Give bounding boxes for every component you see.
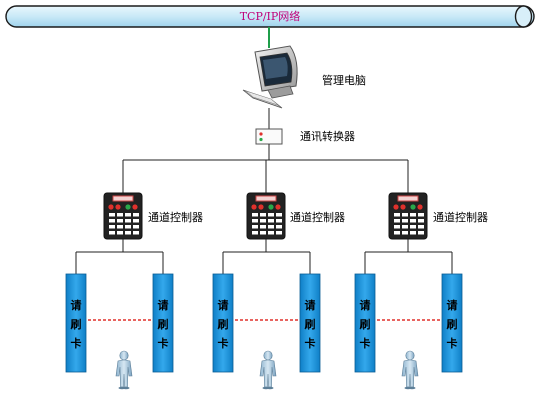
pillar-text: 刷 (158, 318, 169, 331)
gate-pillar-right (152, 273, 174, 373)
person-icon (401, 350, 419, 390)
person-icon (259, 350, 277, 390)
converter-label: 通讯转换器 (300, 129, 355, 143)
gate-pillar-left (354, 273, 376, 373)
pillar-text: 刷 (360, 318, 371, 331)
pillar-text: 刷 (218, 318, 229, 331)
pillar-text: 请 (218, 298, 229, 312)
gate-2: 请 刷 卡 请 刷 卡 (212, 273, 321, 390)
controller-label: 通道控制器 (148, 210, 203, 224)
controller-label: 通道控制器 (290, 210, 345, 224)
controller-1: 通道控制器 (103, 192, 203, 240)
computer-label: 管理电脑 (322, 73, 366, 87)
pillar-text: 请 (305, 298, 316, 312)
pillar-text: 请 (71, 298, 82, 312)
controller-bus (122, 144, 409, 193)
pillar-text: 请 (447, 298, 458, 312)
controller-3: 通道控制器 (388, 192, 488, 240)
gate-pillar-left (65, 273, 87, 373)
gate-pillar-right (299, 273, 321, 373)
keypad-icon (246, 192, 286, 240)
pillar-text: 刷 (71, 318, 82, 331)
pillar-text: 卡 (360, 336, 371, 350)
pillar-text: 卡 (305, 336, 316, 350)
person-icon (115, 350, 133, 390)
gate-wiring (75, 239, 453, 274)
keypad-icon (103, 192, 143, 240)
gate-pillar-right (441, 273, 463, 373)
gate-1: 请 刷 卡 请 刷 卡 (65, 273, 174, 390)
keypad-icon (388, 192, 428, 240)
pillar-text: 卡 (158, 336, 169, 350)
pillar-text: 卡 (447, 336, 458, 350)
pillar-text: 刷 (447, 318, 458, 331)
network-bus: TCP/IP网络 (5, 5, 535, 28)
pillar-text: 请 (360, 298, 371, 312)
controller-label: 通道控制器 (433, 210, 488, 224)
pillar-text: 请 (158, 298, 169, 312)
network-label: TCP/IP网络 (240, 9, 301, 23)
controller-2: 通道控制器 (246, 192, 345, 240)
computer-icon (242, 45, 298, 109)
pillar-text: 刷 (305, 318, 316, 331)
gate-3: 请 刷 卡 请 刷 卡 (354, 273, 463, 390)
pillar-text: 卡 (218, 336, 229, 350)
pillar-text: 卡 (71, 336, 82, 350)
converter-icon (255, 128, 283, 145)
gate-pillar-left (212, 273, 234, 373)
